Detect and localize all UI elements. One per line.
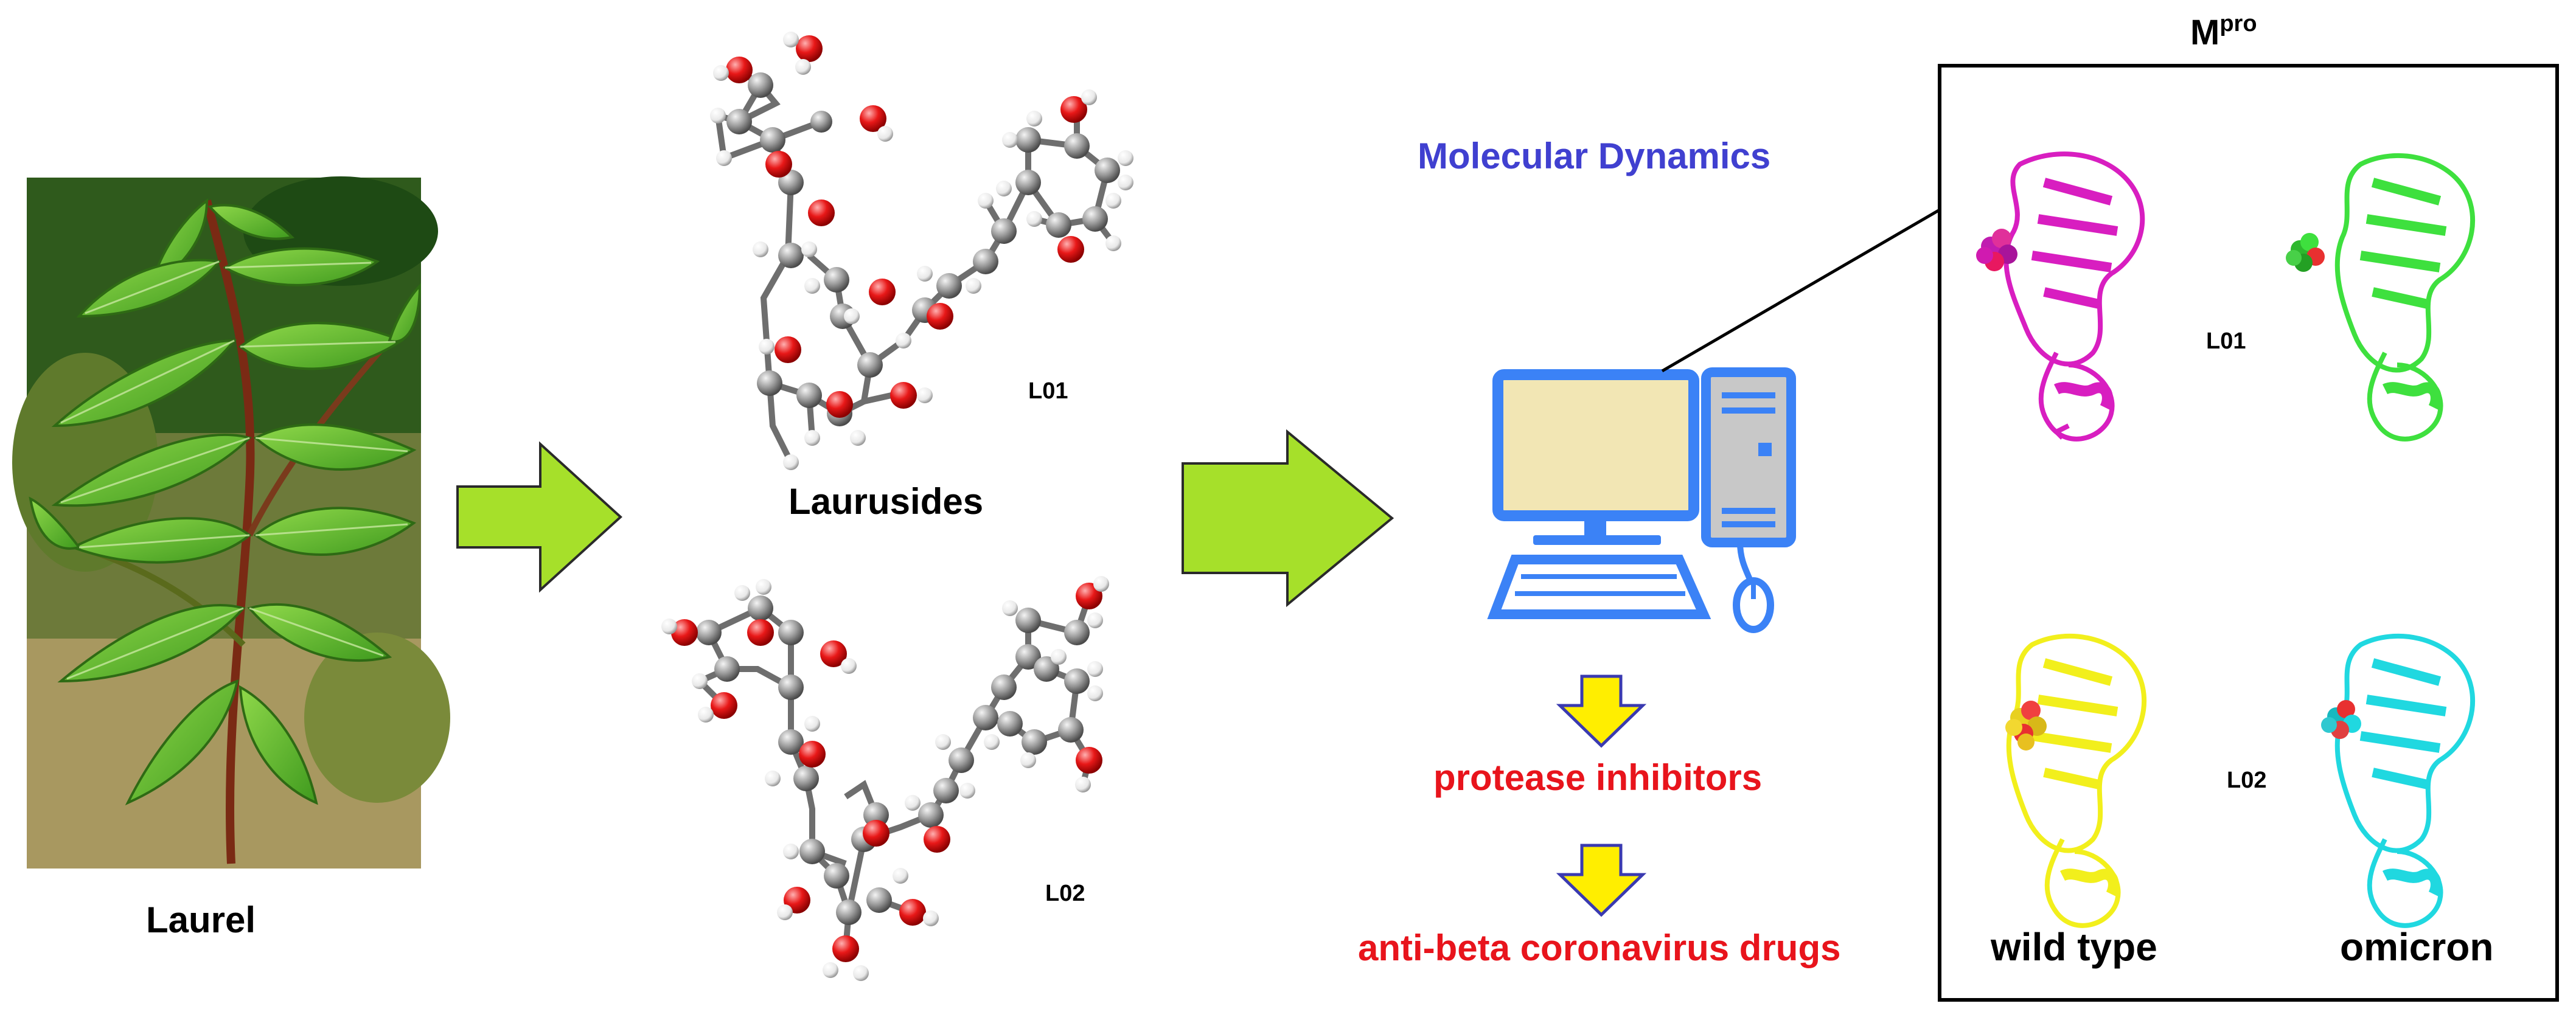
- molecule-L02-label: L02: [1045, 881, 1085, 906]
- laurel-label: Laurel: [146, 900, 256, 940]
- ligand-spheres-wt-L02: [2005, 701, 2047, 751]
- hydrogen-atoms: [710, 32, 1133, 470]
- molecular-dynamics-title: Molecular Dynamics: [1418, 136, 1771, 176]
- omicron-label: omicron: [2340, 925, 2494, 969]
- mpro-title-sup: pro: [2219, 11, 2257, 36]
- molecule-L01-label: L01: [1028, 378, 1068, 404]
- connector-line: [1661, 208, 1941, 373]
- mpro-title: Mpro: [2190, 11, 2257, 53]
- flow-arrow-1: [456, 441, 622, 593]
- hydrogen-atoms: [661, 576, 1109, 981]
- anti-beta-coronavirus-drugs-label: anti-beta coronavirus drugs: [1358, 928, 1841, 968]
- oxygen-atoms: [671, 583, 1102, 962]
- ligand-spheres-omicron-L01: [2286, 233, 2325, 272]
- carbon-atoms: [726, 72, 1120, 426]
- oxygen-atoms: [726, 35, 1087, 418]
- mpro-row-label-L01: L01: [2206, 328, 2246, 354]
- protein-wild-type-L01: [2003, 151, 2145, 442]
- ligand-spheres-wt-L01: [1976, 229, 2017, 271]
- protein-omicron-L01: [2334, 153, 2475, 442]
- protein-omicron-L02: [2334, 633, 2475, 928]
- laurel-plant-photo: [12, 176, 450, 869]
- wild-type-label: wild type: [1991, 925, 2157, 969]
- molecule-L02-structure: [661, 576, 1109, 981]
- ligand-spheres-omicron-L02: [2321, 700, 2361, 739]
- mpro-title-main: M: [2190, 13, 2220, 52]
- flow-arrow-2: [1182, 429, 1394, 608]
- protease-inhibitors-label: protease inhibitors: [1433, 757, 1763, 798]
- down-arrow-1: [1556, 674, 1647, 748]
- mpro-row-label-L02: L02: [2227, 768, 2267, 793]
- down-arrow-2: [1556, 844, 1647, 917]
- carbon-atoms: [696, 595, 1090, 925]
- mpro-panel-frame: [1938, 64, 2559, 1002]
- desktop-computer-icon: [1487, 367, 1796, 633]
- laurusides-label: Laurusides: [788, 481, 984, 522]
- protein-wild-type-L02: [2006, 633, 2146, 928]
- molecule-L01-structure: [710, 32, 1133, 470]
